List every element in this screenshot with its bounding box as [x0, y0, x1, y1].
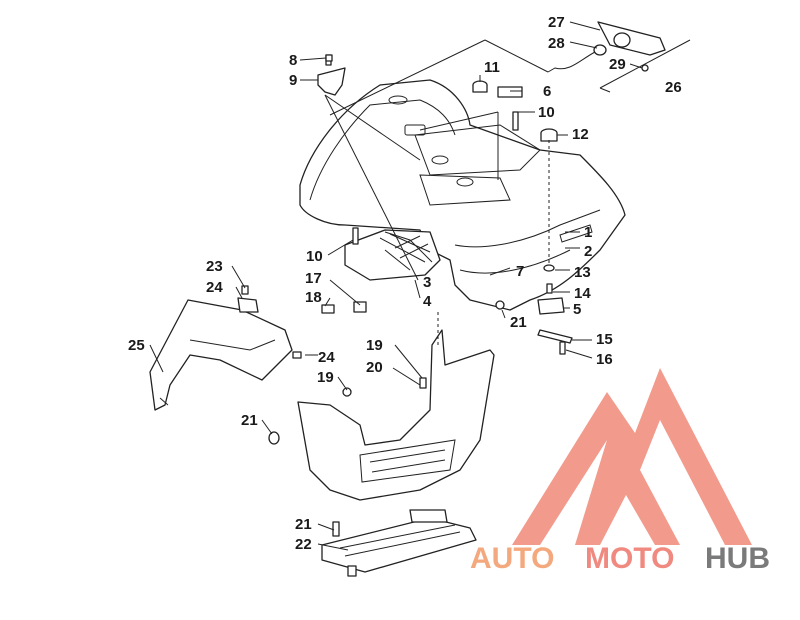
callout-1: 1	[584, 224, 592, 241]
cap-12	[540, 128, 558, 142]
screw-16	[559, 341, 566, 355]
callout-26: 25	[128, 337, 145, 354]
nut-24-lower	[292, 351, 302, 359]
callout-28: 27	[548, 14, 565, 31]
tail-light-assembly	[547, 21, 666, 73]
callout-15: 15	[596, 331, 613, 348]
leader-lines	[149, 21, 643, 551]
callout-19-upper: 19	[366, 337, 383, 354]
callout-22: 21	[295, 516, 312, 533]
callout-11: 11	[484, 59, 500, 76]
callout-27: 26	[665, 79, 682, 96]
callout-10-upper: 10	[538, 104, 555, 121]
callout-21-right: 21	[510, 314, 527, 331]
watermark-part-2: MOTO	[585, 542, 674, 575]
callout-30: 29	[609, 56, 626, 73]
callout-7: 7	[516, 263, 524, 280]
callout-14: 14	[574, 285, 591, 302]
callout-labels: 1 2 3 4 5 6 7 8 9 10 10 11 12 13 14 15 1…	[128, 14, 682, 553]
callout-16: 16	[596, 351, 613, 368]
grommet-13	[543, 264, 555, 272]
bolt-22	[332, 521, 340, 537]
mud-guard-26	[149, 299, 293, 411]
watermark-logo-icon	[512, 368, 752, 545]
callout-19-lower: 19	[317, 369, 334, 386]
storage-box	[344, 229, 441, 281]
callout-24-upper: 23	[206, 258, 223, 275]
cap-11	[472, 80, 488, 93]
callout-9: 9	[289, 72, 297, 89]
nut-21-right	[495, 300, 505, 310]
nut-21-left	[268, 431, 280, 445]
clip-18	[321, 304, 335, 314]
clip-17	[353, 301, 367, 313]
watermark-part-1: AUTO	[470, 542, 554, 575]
callout-17: 17	[305, 270, 322, 287]
callout-12: 12	[572, 126, 589, 143]
callout-23: 22	[295, 536, 312, 553]
decal-5	[537, 297, 565, 315]
watermark-part-3: HUB	[705, 542, 770, 575]
screw-19-upper	[419, 377, 427, 389]
decal-6	[497, 86, 523, 98]
callout-13: 13	[574, 264, 591, 281]
bolt-10-upper	[512, 111, 519, 131]
callout-6: 6	[543, 83, 551, 100]
screw-14	[546, 283, 553, 294]
screw-19-lower	[342, 387, 352, 397]
watermark-text: AUTO MOTO HUB	[470, 542, 770, 575]
callout-18: 18	[305, 289, 322, 306]
strap-15	[537, 329, 573, 344]
callout-29: 28	[548, 35, 565, 52]
callout-20: 20	[366, 359, 383, 376]
callout-5: 5	[573, 301, 581, 318]
rear-rack-23	[321, 509, 477, 577]
bracket-25	[237, 297, 259, 313]
screw-8	[325, 54, 333, 62]
callout-10-lower: 10	[306, 248, 323, 265]
footwell-20	[297, 329, 495, 501]
callout-4: 4	[423, 293, 432, 310]
callout-21-left: 21	[241, 412, 258, 429]
callout-8: 8	[289, 52, 297, 69]
callout-25: 24	[206, 279, 223, 296]
callout-24-lower: 24	[318, 349, 335, 366]
callout-3: 3	[423, 274, 431, 291]
bolt-10-lower	[352, 227, 359, 245]
callout-2: 2	[584, 243, 592, 260]
rear-fender	[299, 79, 626, 311]
nut-24-upper	[241, 285, 249, 295]
